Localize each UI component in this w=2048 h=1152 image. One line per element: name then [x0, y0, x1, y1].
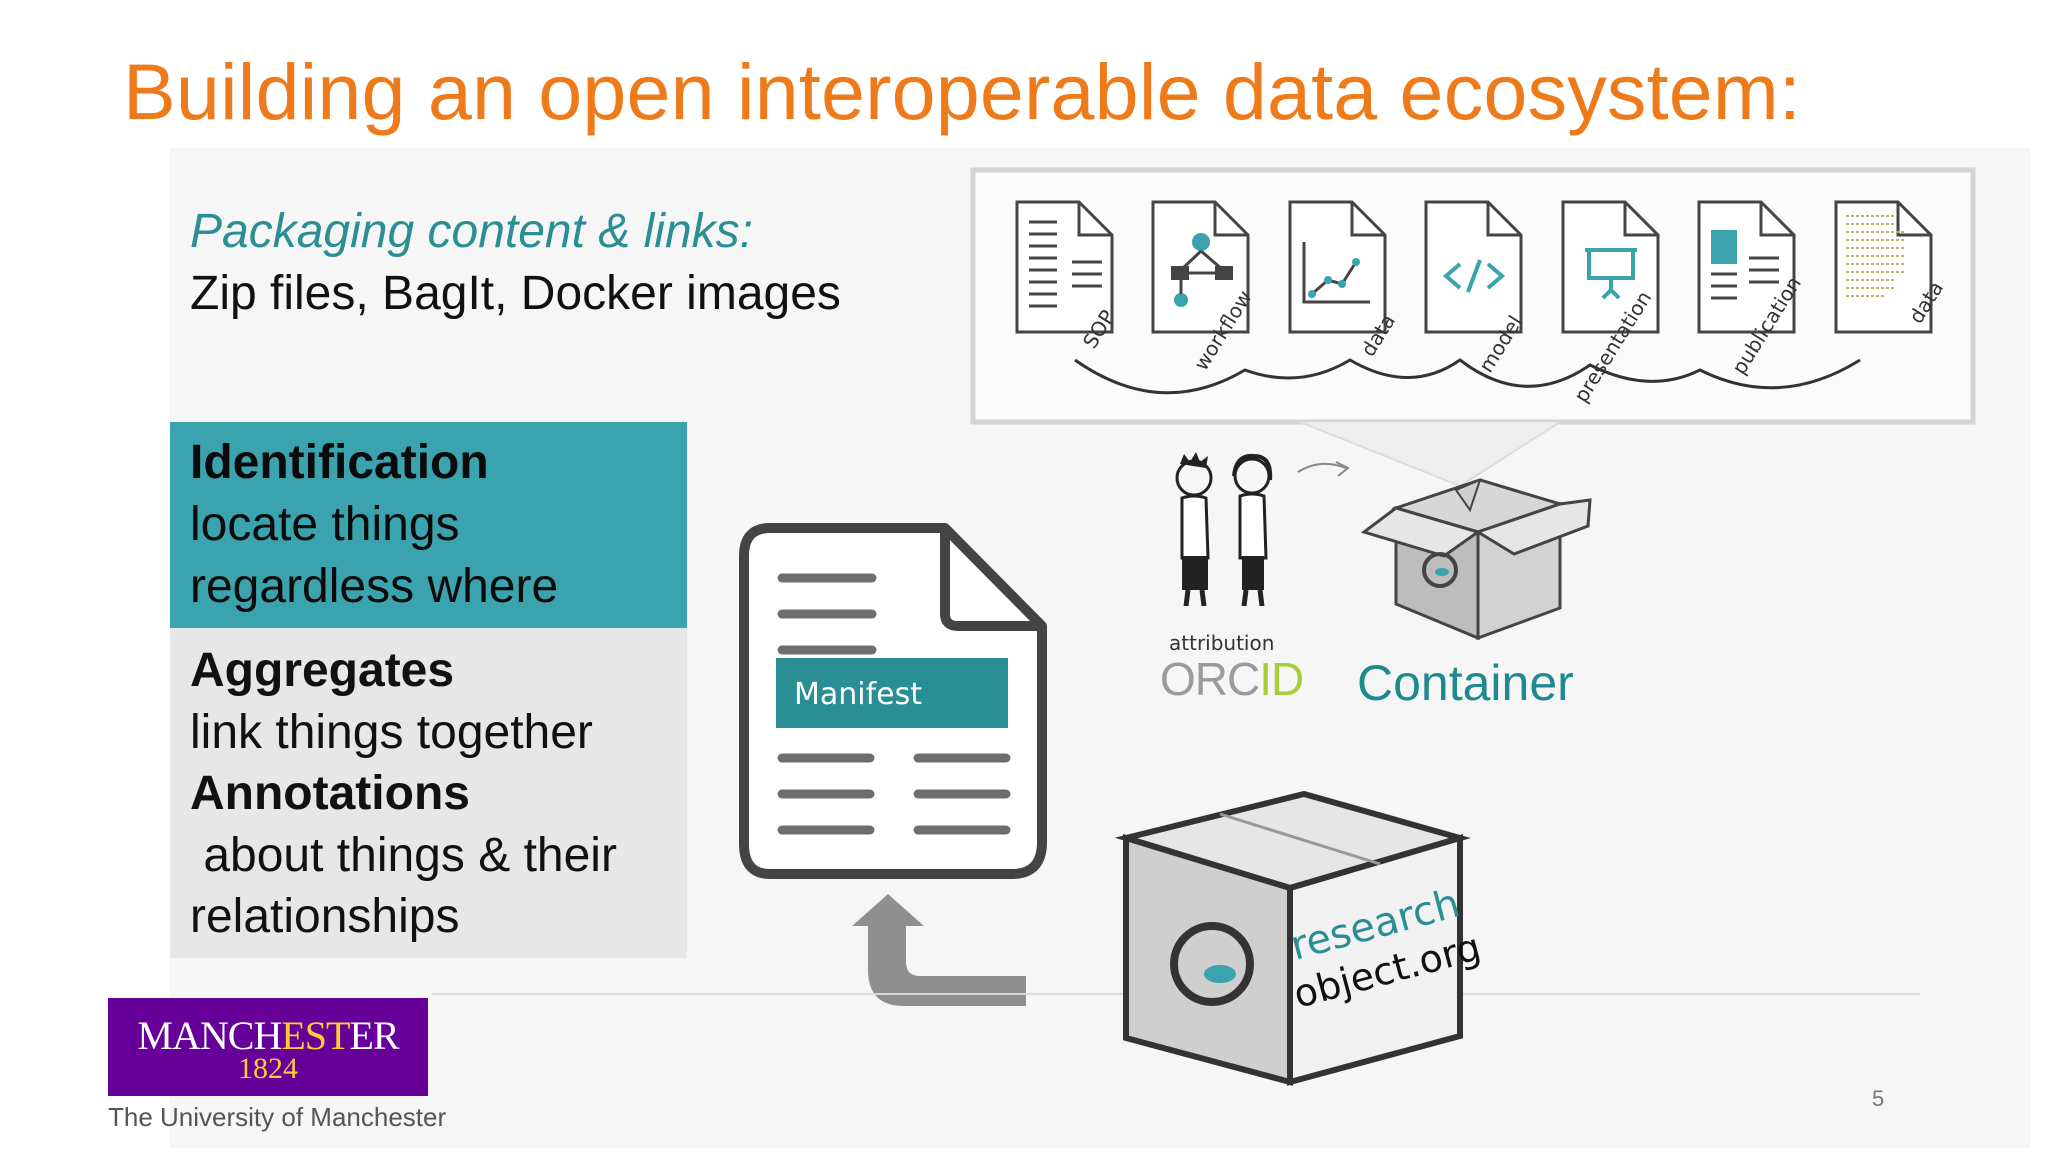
orcid-suffix: ID	[1259, 653, 1304, 705]
identification-line1: locate things	[190, 498, 460, 551]
aggregates-text: link things together	[190, 706, 593, 759]
data-chart-document-icon	[1288, 200, 1387, 334]
manifest-label: Manifest	[794, 677, 922, 712]
identification-line2: regardless where	[190, 560, 559, 613]
binary-data-document-icon	[1834, 200, 1933, 334]
orcid-logo: ORCID	[1160, 652, 1304, 706]
aggregates-box: Aggregates link things together Annotati…	[170, 628, 687, 958]
identification-box: Identification locate things regardless …	[170, 422, 687, 628]
workflow-document-icon	[1151, 200, 1250, 334]
sop-document-icon	[1015, 200, 1114, 334]
research-object-box-icon: research object.org	[1114, 790, 1485, 1086]
manifest-document-icon: Manifest	[739, 523, 1047, 879]
people-illustration	[1175, 452, 1273, 607]
annotations-line1: about things & their	[190, 829, 617, 882]
page-number: 5	[1872, 1086, 1885, 1111]
logo-text-post: ER	[349, 1013, 399, 1058]
annotations-heading: Annotations	[190, 767, 470, 820]
document-icons	[1015, 200, 1933, 334]
aggregates-heading: Aggregates	[190, 644, 455, 697]
logo-year: 1824	[238, 1052, 298, 1085]
orcid-prefix: ORC	[1160, 653, 1260, 705]
container-label: Container	[1357, 655, 1574, 711]
arrow-to-container-icon	[1297, 461, 1350, 477]
packaging-text: Zip files, BagIt, Docker images	[190, 267, 841, 320]
university-name: The University of Manchester	[108, 1102, 447, 1132]
slide-title: Building an open interoperable data ecos…	[123, 47, 1802, 136]
logo-wordmark: MANCHESTER	[108, 1012, 428, 1059]
identification-heading: Identification	[190, 436, 489, 489]
logo-text-mid: EST	[281, 1013, 350, 1058]
container-box-icon	[1360, 478, 1592, 641]
attribution-label: attribution	[1169, 631, 1275, 655]
logo-text-pre: MANCH	[137, 1013, 282, 1058]
packaging-heading: Packaging content & links:	[190, 205, 753, 258]
university-logo: MANCHESTER 1824	[108, 998, 428, 1096]
presentation-document-icon	[1561, 200, 1660, 334]
publication-document-icon	[1697, 200, 1796, 334]
annotations-line2: relationships	[190, 890, 460, 943]
model-code-document-icon	[1424, 200, 1523, 334]
return-arrow-icon	[852, 894, 1026, 1006]
